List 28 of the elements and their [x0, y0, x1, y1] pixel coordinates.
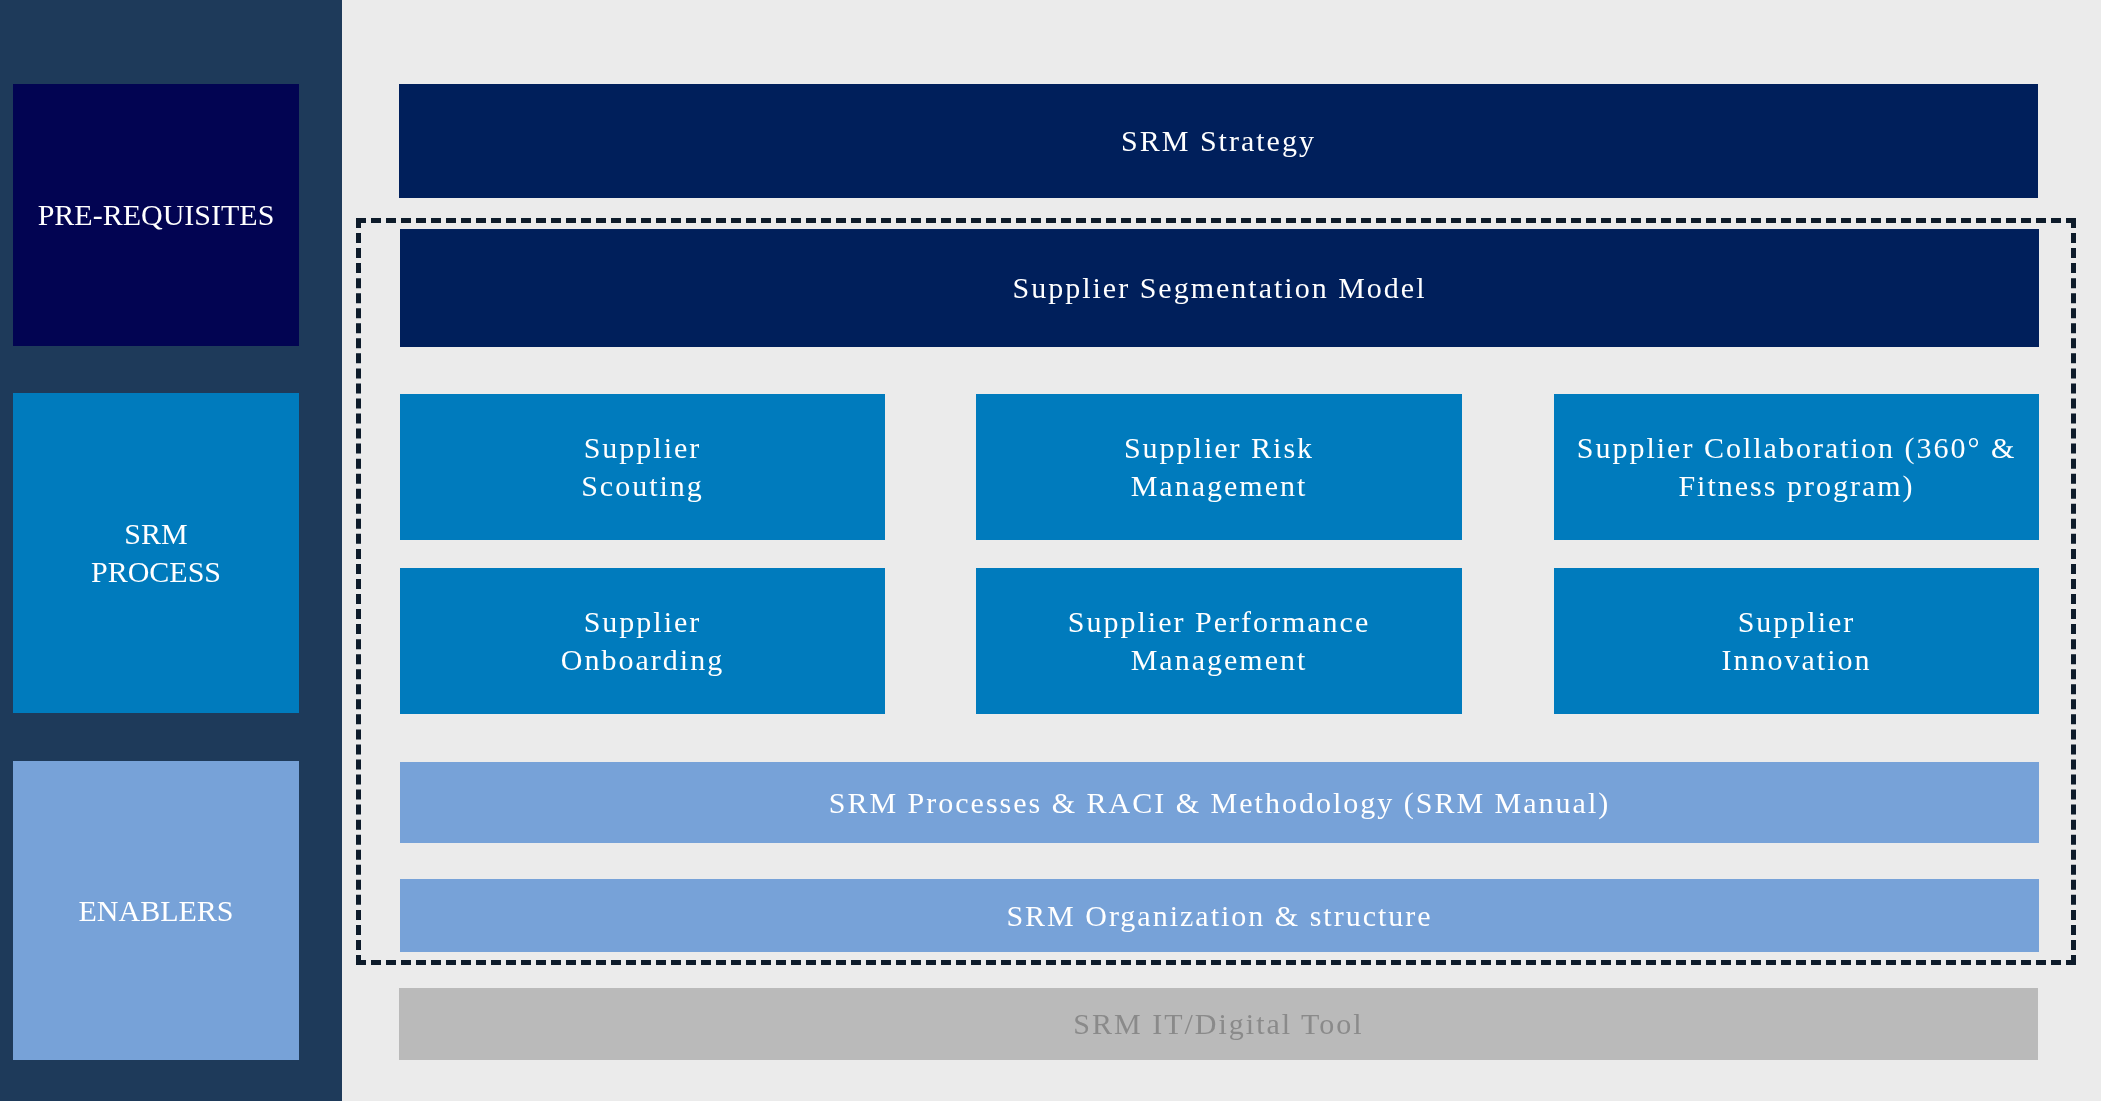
section-label: ENABLERS [78, 892, 234, 929]
block-label: Supplier Performance Management [1066, 604, 1372, 678]
block-label: Supplier Onboarding [559, 604, 726, 678]
block-label: Supplier Innovation [1720, 604, 1873, 678]
dashed-frame [356, 218, 2076, 965]
process-box [976, 568, 1462, 714]
block-label: SRM Strategy [1121, 123, 1316, 159]
block-label: Supplier Collaboration (360° & Fitness program) [1575, 430, 2018, 504]
block-label: Supplier Risk Management [1122, 430, 1316, 504]
process-box [976, 394, 1462, 540]
section-label: SRM PROCESS [89, 516, 223, 590]
layer-box [400, 879, 2039, 952]
block-label: Supplier Segmentation Model [1012, 270, 1427, 306]
section-heading-box [13, 393, 299, 713]
block-label: Supplier Scouting [580, 430, 705, 504]
layer-box [400, 229, 2039, 347]
section-label: PRE-REQUISITES [37, 197, 275, 233]
process-box [400, 568, 885, 714]
layer-box [399, 988, 2038, 1060]
process-box [400, 394, 885, 540]
section-heading-box [13, 84, 299, 346]
block-label: SRM Processes & RACI & Methodology (SRM Manual) [828, 784, 1611, 821]
layer-box [399, 84, 2038, 198]
block-label: SRM Organization & structure [1006, 897, 1433, 934]
process-box [1554, 394, 2039, 540]
section-heading-box [13, 761, 299, 1060]
process-box [1554, 568, 2039, 714]
layer-box [400, 762, 2039, 843]
